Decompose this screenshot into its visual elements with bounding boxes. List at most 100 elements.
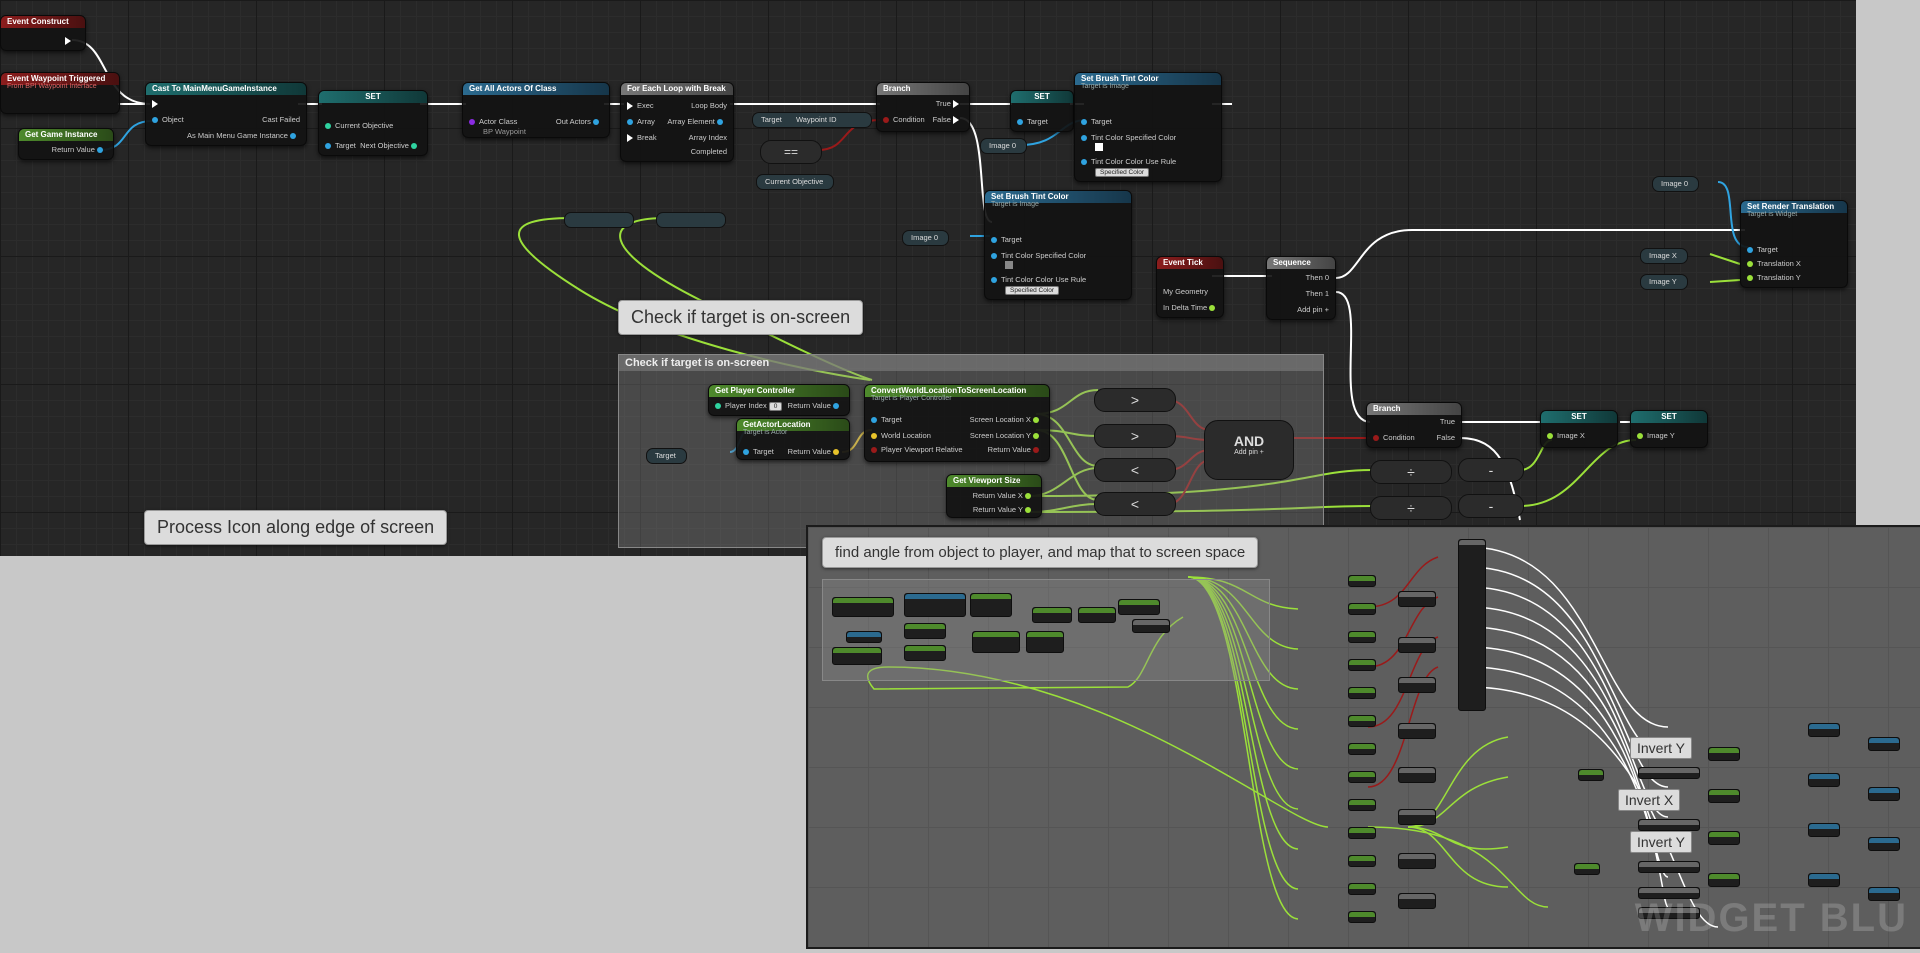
image-y-getter[interactable]: Image Y: [1640, 274, 1688, 290]
mini-node[interactable]: [1132, 619, 1170, 633]
waypoint-id-node[interactable]: Target Waypoint ID: [752, 112, 872, 128]
get-player-controller-node[interactable]: Get Player Controller Player Index 0 Ret…: [708, 384, 850, 416]
actor-class-value[interactable]: BP Waypoint: [483, 127, 526, 136]
image0-getter-c[interactable]: Image 0: [1652, 176, 1700, 192]
mini-node[interactable]: [1398, 853, 1436, 869]
blueprint-graph-main[interactable]: Event Construct Event Waypoint Triggered…: [0, 0, 1856, 556]
mini-node[interactable]: [904, 623, 946, 639]
tint-specified-pin[interactable]: Tint Color Specified Color: [991, 251, 1086, 260]
invert-y-label-1[interactable]: Invert Y: [1630, 737, 1692, 759]
mini-node[interactable]: [1708, 747, 1740, 761]
mini-node[interactable]: [1348, 771, 1376, 783]
mini-node[interactable]: [1398, 591, 1436, 607]
cast-exec-in[interactable]: [152, 99, 162, 109]
reroute-node-2[interactable]: [656, 212, 726, 228]
mini-node[interactable]: [1348, 659, 1376, 671]
break-pin[interactable]: Break: [627, 133, 657, 143]
mini-node[interactable]: [1348, 631, 1376, 643]
less-than-node-1[interactable]: <: [1094, 458, 1176, 482]
in-delta-time-pin[interactable]: In Delta Time: [1163, 303, 1219, 312]
mini-node[interactable]: [904, 593, 966, 617]
mini-node[interactable]: [1348, 855, 1376, 867]
return-value-pin[interactable]: Return Value: [788, 401, 843, 410]
cast-failed-pin[interactable]: Cast Failed: [262, 115, 300, 124]
mini-node[interactable]: [1868, 887, 1900, 901]
event-tick-node[interactable]: Event Tick My Geometry In Delta Time: [1156, 256, 1224, 318]
array-element-pin[interactable]: Array Element: [667, 117, 727, 126]
player-index-pin[interactable]: Player Index 0: [715, 401, 783, 411]
divide-node-2[interactable]: ÷: [1370, 496, 1452, 520]
mini-node[interactable]: [1348, 743, 1376, 755]
mini-node[interactable]: [972, 631, 1020, 653]
mini-node[interactable]: [1638, 907, 1700, 919]
branch-column[interactable]: [1458, 539, 1486, 711]
event-construct-node[interactable]: Event Construct: [0, 15, 86, 51]
mini-node[interactable]: [1348, 575, 1376, 587]
mini-node[interactable]: [1868, 737, 1900, 751]
exec-out-pin[interactable]: [65, 36, 75, 46]
translation-x-pin[interactable]: Translation X: [1747, 259, 1801, 268]
and-add-pin[interactable]: Add pin +: [1234, 449, 1264, 456]
convert-world-node[interactable]: ConvertWorldLocationToScreenLocation Tar…: [864, 384, 1050, 462]
less-than-node-2[interactable]: <: [1094, 492, 1176, 516]
cast-node[interactable]: Cast To MainMenuGameInstance Object Cast…: [145, 82, 307, 146]
then0-pin[interactable]: Then 0: [1306, 273, 1329, 282]
mini-node[interactable]: [832, 647, 882, 665]
blueprint-graph-lower[interactable]: find angle from object to player, and ma…: [806, 525, 1920, 949]
array-pin[interactable]: Array: [627, 117, 655, 126]
mini-node[interactable]: [1078, 607, 1116, 623]
mini-node[interactable]: [1708, 789, 1740, 803]
return-y-pin[interactable]: Return Value Y: [973, 505, 1035, 514]
get-actor-location-node[interactable]: GetActorLocation Target is Actor Target …: [736, 418, 850, 460]
viewport-relative-pin[interactable]: Player Viewport Relative: [871, 445, 963, 454]
image-x-pin[interactable]: Image X: [1547, 431, 1585, 440]
rule-dropdown[interactable]: Specified Color: [1005, 285, 1060, 295]
current-objective-pin[interactable]: Current Objective: [325, 121, 393, 130]
image-y-pin[interactable]: Image Y: [1637, 431, 1675, 440]
mini-node[interactable]: [1398, 809, 1436, 825]
false-pin[interactable]: False: [1437, 433, 1455, 442]
current-objective-getter[interactable]: Current Objective: [756, 174, 835, 190]
mini-node[interactable]: [1638, 887, 1700, 899]
sequence-node[interactable]: Sequence Then 0 Then 1 Add pin +: [1266, 256, 1336, 320]
tint-rule-pin[interactable]: Tint Color Color Use Rule: [1081, 157, 1176, 166]
mini-node[interactable]: [1398, 893, 1436, 909]
translation-y-pin[interactable]: Translation Y: [1747, 273, 1801, 282]
target-getter[interactable]: Target: [646, 448, 687, 464]
mini-node[interactable]: [1118, 599, 1160, 615]
cast-as-pin[interactable]: As Main Menu Game Instance: [187, 131, 300, 140]
mini-node[interactable]: [1808, 773, 1840, 787]
return-value-pin[interactable]: Return Value: [788, 447, 843, 456]
divide-node-1[interactable]: ÷: [1370, 460, 1452, 484]
mini-node[interactable]: [1808, 823, 1840, 837]
color-swatch[interactable]: [1095, 143, 1103, 151]
then1-pin[interactable]: Then 1: [1306, 289, 1329, 298]
target-pin[interactable]: Target: [871, 415, 902, 424]
mini-node[interactable]: [1398, 723, 1436, 739]
mini-node[interactable]: [1574, 863, 1600, 875]
mini-node[interactable]: [1808, 723, 1840, 737]
loop-body-pin[interactable]: Loop Body: [691, 101, 727, 110]
mini-node[interactable]: [1348, 827, 1376, 839]
mini-node[interactable]: [1348, 883, 1376, 895]
condition-pin[interactable]: Condition: [883, 115, 925, 124]
true-pin[interactable]: True: [936, 99, 963, 109]
find-angle-bubble[interactable]: find angle from object to player, and ma…: [822, 537, 1259, 568]
tint-specified-pin[interactable]: Tint Color Specified Color: [1081, 133, 1176, 142]
mini-node[interactable]: [904, 645, 946, 661]
out-actors-pin[interactable]: Out Actors: [556, 117, 603, 126]
mini-node[interactable]: [1032, 607, 1072, 623]
branch-node-1[interactable]: Branch True Condition False: [876, 82, 970, 132]
mini-node[interactable]: [1708, 873, 1740, 887]
and-node[interactable]: AND Add pin +: [1204, 420, 1294, 480]
greater-than-node-2[interactable]: >: [1094, 424, 1176, 448]
exec-pin[interactable]: Exec: [627, 101, 654, 111]
get-game-instance-node[interactable]: Get Game Instance Return Value: [18, 128, 114, 160]
mini-node[interactable]: [1348, 603, 1376, 615]
set-render-translation-node[interactable]: Set Render Translation Target is Widget …: [1740, 200, 1848, 288]
set-image-x-node[interactable]: SET Image X: [1540, 410, 1618, 448]
target-pin[interactable]: Target: [325, 141, 356, 150]
target-pin[interactable]: Target: [991, 235, 1022, 244]
target-pin[interactable]: Target: [1747, 245, 1778, 254]
add-pin-button[interactable]: Add pin +: [1297, 305, 1329, 314]
